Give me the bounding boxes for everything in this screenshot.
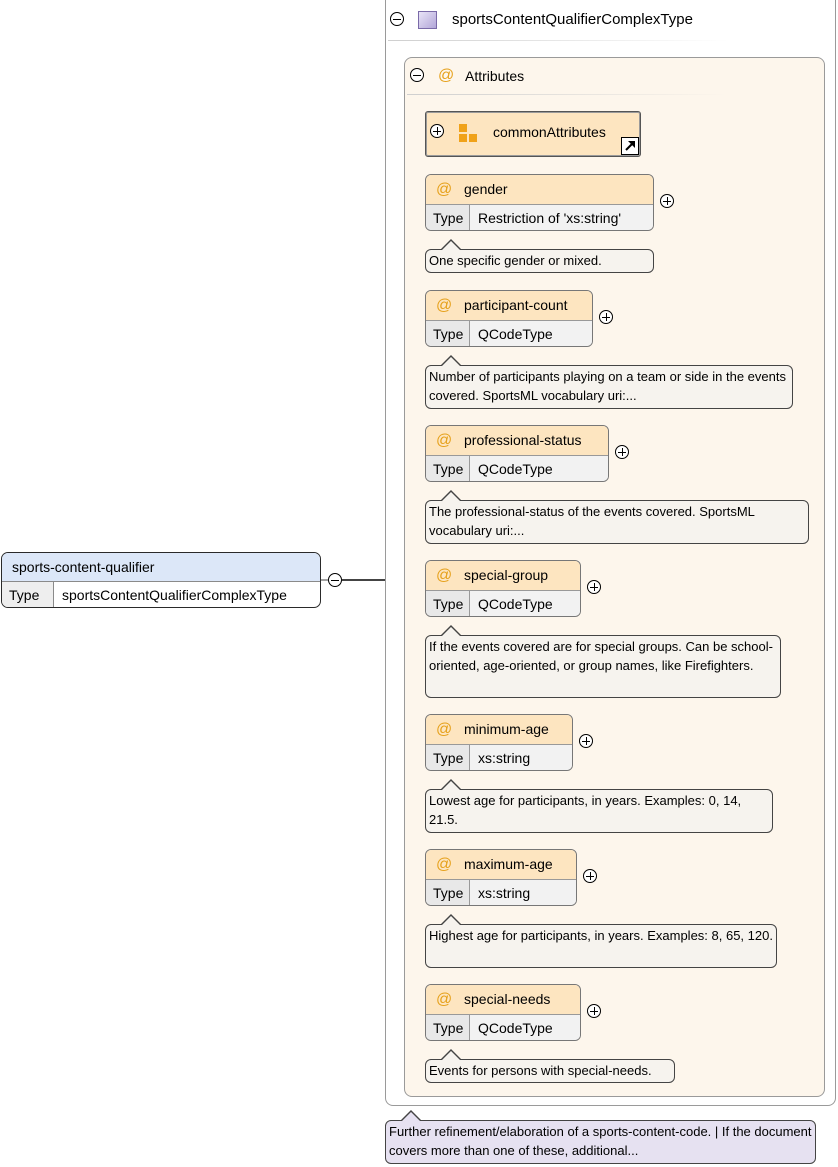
attributes-at-icon: @: [438, 67, 455, 84]
attribute-maximum-age-doc: Highest age for participants, in years. …: [425, 914, 777, 968]
attribute-professional-status-type: QCodeType: [470, 456, 608, 481]
attribute-gender-header: @ gender: [426, 175, 653, 205]
attributes-label: Attributes: [465, 68, 525, 84]
attribute-icon: @: [436, 181, 453, 198]
complex-type-name: sportsContentQualifierComplexType: [452, 11, 693, 28]
attribute-participant-count-doc: Number of participants playing on a team…: [425, 355, 793, 409]
element-type-value: sportsContentQualifierComplexType: [62, 587, 287, 603]
complex-type-divider: [388, 40, 728, 41]
attribute-minimum-age-name: minimum-age: [464, 721, 549, 737]
attribute-participant-count-type: QCodeType: [470, 321, 592, 346]
attribute-icon: @: [436, 432, 453, 449]
attribute-special-needs-header: @ special-needs: [426, 985, 580, 1015]
attribute-icon: @: [436, 297, 453, 314]
attribute-maximum-age-header: @ maximum-age: [426, 850, 576, 880]
attribute-participant-count-expand-icon[interactable]: [599, 310, 613, 324]
attribute-special-needs-expand-icon[interactable]: [587, 1004, 601, 1018]
attribute-special-needs-doc: Events for persons with special-needs.: [425, 1049, 675, 1083]
attribute-gender-expand-icon[interactable]: [660, 194, 674, 208]
attribute-gender-name: gender: [464, 181, 508, 197]
complex-type-icon: [418, 11, 437, 29]
attribute-group-expand-icon[interactable]: [430, 124, 444, 138]
link-arrow-icon[interactable]: [621, 137, 639, 155]
type-label: Type: [426, 745, 470, 770]
type-label: Type: [426, 456, 470, 481]
attribute-gender-type: Restriction of 'xs:string': [470, 205, 653, 230]
attribute-icon: @: [436, 721, 453, 738]
type-label: Type: [426, 205, 470, 230]
attributes-collapse-icon[interactable]: [410, 68, 424, 82]
attribute-group-icon: [459, 124, 479, 143]
type-label: Type: [426, 880, 470, 905]
attribute-icon: @: [436, 567, 453, 584]
attributes-divider: [407, 94, 727, 95]
attribute-gender-doc: One specific gender or mixed.: [425, 239, 654, 273]
attribute-participant-count-name: participant-count: [464, 297, 568, 313]
attribute-minimum-age-header: @ minimum-age: [426, 715, 572, 745]
attribute-group-ref-box[interactable]: [425, 111, 641, 157]
attribute-professional-status-doc: The professional-status of the events co…: [425, 490, 809, 544]
element-sports-content-qualifier[interactable]: sports-content-qualifier Type sportsCont…: [1, 552, 321, 608]
attribute-icon: @: [436, 991, 453, 1008]
attribute-maximum-age-name: maximum-age: [464, 856, 553, 872]
attribute-professional-status-expand-icon[interactable]: [615, 445, 629, 459]
attribute-participant-count-header: @ participant-count: [426, 291, 592, 321]
attribute-special-group-name: special-group: [464, 567, 549, 583]
attribute-group-ref-name: commonAttributes: [493, 124, 606, 140]
attribute-special-group-type: QCodeType: [470, 591, 580, 616]
attribute-special-group-expand-icon[interactable]: [587, 580, 601, 594]
attribute-maximum-age-type: xs:string: [470, 880, 576, 905]
attribute-professional-status-header: @ professional-status: [426, 426, 608, 456]
complex-type-doc: Further refinement/elaboration of a spor…: [385, 1110, 816, 1164]
element-type-label: Type: [2, 582, 54, 607]
complex-type-collapse-icon[interactable]: [390, 12, 404, 26]
attribute-special-needs-type: QCodeType: [470, 1015, 580, 1040]
attribute-professional-status-name: professional-status: [464, 432, 582, 448]
attribute-minimum-age-type: xs:string: [470, 745, 572, 770]
attribute-special-group-doc: If the events covered are for special gr…: [425, 625, 781, 698]
type-label: Type: [426, 591, 470, 616]
attribute-icon: @: [436, 856, 453, 873]
attribute-special-needs-name: special-needs: [464, 991, 551, 1007]
attribute-special-group-header: @ special-group: [426, 561, 580, 591]
attribute-minimum-age-expand-icon[interactable]: [579, 734, 593, 748]
attribute-maximum-age-expand-icon[interactable]: [583, 869, 597, 883]
link-arrow-glyph: [625, 141, 635, 151]
type-label: Type: [426, 1015, 470, 1040]
element-name: sports-content-qualifier: [2, 553, 320, 582]
element-type-row: Type sportsContentQualifierComplexType: [2, 582, 320, 607]
type-label: Type: [426, 321, 470, 346]
element-collapse-icon[interactable]: [328, 573, 342, 587]
attribute-minimum-age-doc: Lowest age for participants, in years. E…: [425, 779, 773, 833]
